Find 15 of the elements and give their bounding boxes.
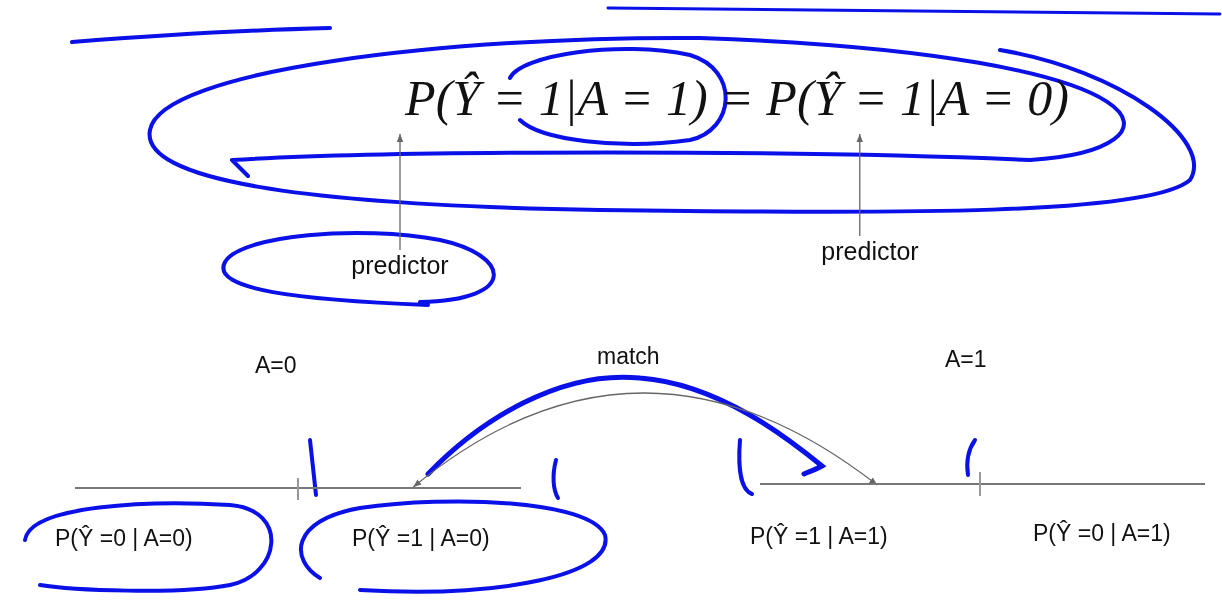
arrow <box>856 133 863 237</box>
number-line-segment <box>75 487 297 489</box>
number-line-segment <box>299 487 521 489</box>
probability-label: P(Ŷ =0 | A=1) <box>1033 520 1171 547</box>
probability-label: P(Ŷ =1 | A=1) <box>750 523 888 550</box>
annotation-text: predictor <box>806 236 934 266</box>
arrow <box>412 392 878 488</box>
probability-label: P(Ŷ =0 | A=0) <box>55 525 193 552</box>
group-label: A=0 <box>255 352 297 379</box>
number-line-segment <box>981 483 1205 485</box>
probability-label: P(Ŷ =1 | A=0) <box>352 525 490 552</box>
group-label: A=1 <box>945 346 987 373</box>
annotation-text: predictor <box>336 250 464 280</box>
arrow <box>396 133 404 251</box>
number-line-segment <box>760 483 979 485</box>
